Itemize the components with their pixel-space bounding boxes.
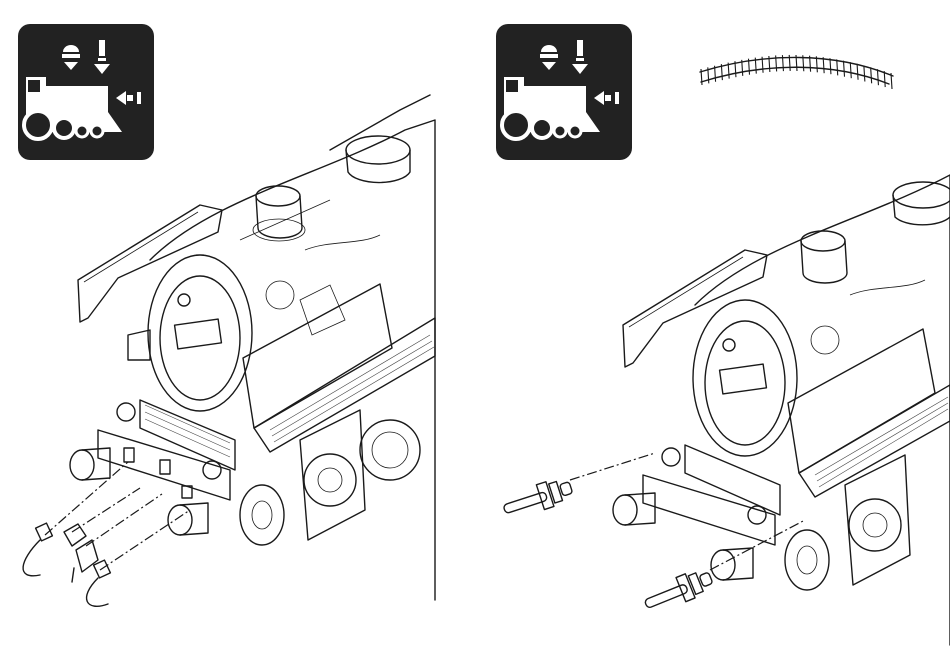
loco-service-icon [496,24,632,160]
track-sleeper [837,59,838,75]
loco-service-icon [18,24,154,160]
right-illustration [475,0,950,657]
left-illustration [0,0,475,657]
track-sleeper [871,67,872,83]
right-panel [475,0,950,657]
curved-track-icon [700,55,893,89]
track-sleeper [857,64,858,80]
brake-hoses-and-coupling-set [23,462,190,606]
track-sleeper [830,58,831,74]
track-sleeper [864,65,865,81]
locomotive-drawing [613,175,950,645]
track-sleeper [877,69,878,85]
left-panel [0,0,475,657]
locomotive-drawing [70,95,435,600]
track-sleeper [850,62,851,78]
track-sleeper [844,61,845,77]
